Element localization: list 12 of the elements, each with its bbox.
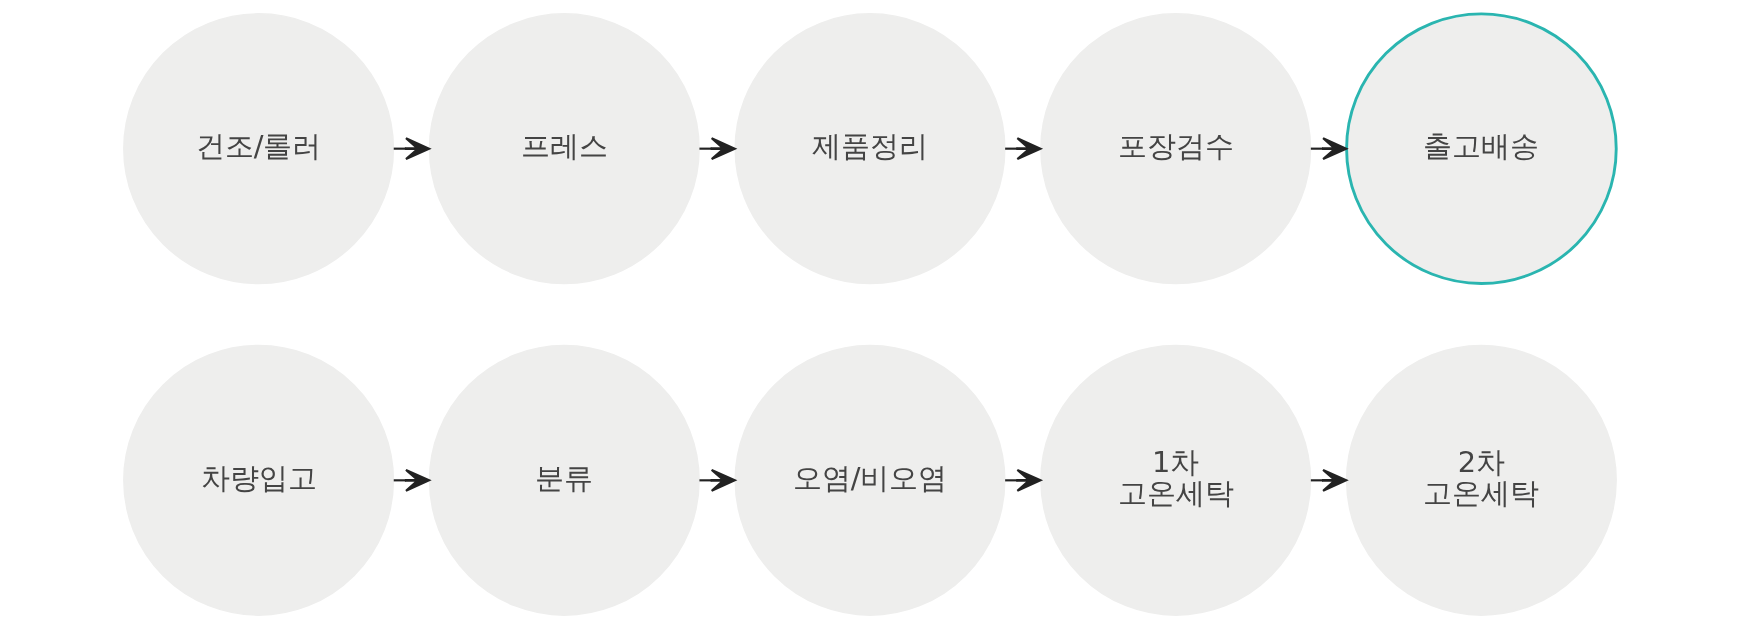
node-circle: 1차 고온세탁 — [1039, 344, 1311, 616]
node-circle: 분류 — [428, 344, 700, 616]
node-circle: 오염/비오염 — [733, 344, 1006, 616]
node-circle: 포장검수 — [1039, 13, 1311, 285]
arrow — [698, 137, 736, 161]
node-circle: 프레스 — [428, 13, 700, 285]
node-circle: 건조/롤러 — [122, 13, 394, 285]
node-circle: 차량입고 — [122, 344, 394, 616]
node-circle: 출고배송 — [1344, 12, 1618, 285]
node-circle: 2차 고온세탁 — [1345, 344, 1617, 616]
node-circle: 제품정리 — [733, 13, 1006, 285]
arrow — [698, 468, 736, 492]
